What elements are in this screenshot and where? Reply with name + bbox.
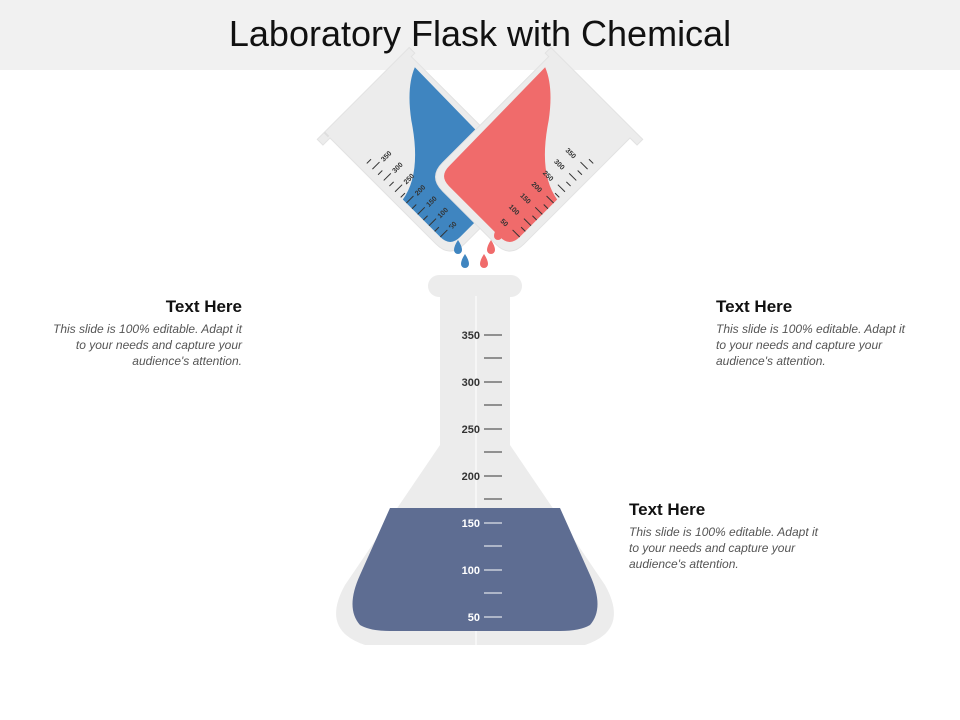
flask-tick-label: 250 [462, 424, 480, 436]
right-beaker-liquid [444, 67, 558, 242]
right-beaker-tick-label: 50 [498, 218, 509, 229]
flask-tick-label: 200 [462, 471, 480, 483]
blue-drop [454, 240, 462, 254]
flask-rim [428, 275, 522, 297]
callout-body: This slide is 100% editable. Adapt it to… [53, 322, 242, 368]
slide-title: Laboratory Flask with Chemical [228, 13, 732, 54]
flask-tick-label: 350 [462, 330, 480, 342]
title-bar [0, 0, 960, 70]
blue-drop [461, 254, 469, 268]
blue-drop [447, 226, 455, 240]
red-drop [494, 226, 502, 240]
callout-heading: Text Here [165, 297, 242, 316]
callout-heading: Text Here [629, 500, 706, 519]
callout-right-bottom: Text Here This slide is 100% editable. A… [629, 500, 829, 572]
flask-tick-label: 50 [468, 612, 480, 624]
erlenmeyer-flask: 350 300 250 200 150 100 50 [336, 275, 614, 645]
callout-body: This slide is 100% editable. Adapt it to… [716, 322, 905, 368]
callout-left: Text Here This slide is 100% editable. A… [42, 297, 242, 369]
callout-body: This slide is 100% editable. Adapt it to… [629, 525, 818, 571]
left-beaker-rim [323, 131, 330, 138]
red-drops [480, 226, 502, 268]
flask-tick-label: 300 [462, 377, 480, 389]
right-beaker: 50 100 150 200 250 300 350 [435, 46, 644, 252]
callout-heading: Text Here [716, 297, 793, 316]
flask-scale: 350 300 250 200 150 100 50 [462, 330, 502, 624]
callout-right-top: Text Here This slide is 100% editable. A… [716, 297, 916, 369]
flask-liquid [352, 508, 598, 631]
red-drop [487, 240, 495, 254]
left-beaker-tick-label: 50 [448, 221, 459, 232]
flask-tick-label: 100 [462, 565, 480, 577]
blue-drops [447, 226, 469, 268]
red-drop [480, 254, 488, 268]
flask-tick-label: 150 [462, 518, 480, 530]
